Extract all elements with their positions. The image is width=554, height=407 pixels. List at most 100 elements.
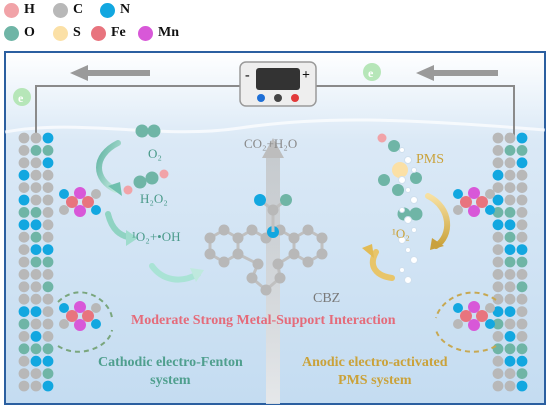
oxygen-atom — [147, 124, 161, 138]
legend-swatch — [138, 25, 153, 41]
mn-atom — [468, 301, 480, 313]
bubble — [399, 267, 405, 273]
electrode-atom — [516, 207, 528, 218]
electrode-atom — [504, 355, 516, 367]
msi-connector-right — [435, 291, 497, 319]
electron-badge-left: e — [13, 88, 31, 106]
electrode-atom — [492, 380, 504, 392]
electrode-atom — [42, 132, 54, 144]
c-atom — [91, 189, 101, 199]
anode-wire — [312, 85, 515, 140]
electrode-atom — [18, 331, 30, 342]
c-atom — [453, 319, 463, 329]
electrode-atom — [504, 169, 516, 181]
n-atom — [59, 189, 69, 199]
electrode-atom — [516, 269, 528, 280]
electrode-atom — [516, 281, 528, 293]
electrode-atom — [42, 306, 54, 317]
cbz-carbon — [260, 284, 272, 296]
electrode-atom — [492, 132, 504, 144]
electrode-atom — [18, 132, 30, 144]
electrode-atom — [516, 182, 528, 194]
legend-item-s: S — [53, 25, 81, 41]
electrode-atom — [30, 380, 42, 392]
electrode-atom — [18, 318, 30, 330]
n-atom — [453, 303, 463, 313]
bubble — [405, 187, 411, 193]
electrode-atom — [492, 269, 504, 280]
electrode-atom — [504, 256, 516, 268]
bubble — [410, 256, 418, 264]
oxygen-atom — [388, 140, 400, 152]
electrode-atom — [42, 219, 54, 231]
electrode-atom — [42, 380, 54, 392]
fe-atom — [460, 196, 472, 208]
bubble — [404, 276, 412, 284]
electrode-atom — [504, 281, 516, 293]
n-atom — [91, 205, 101, 215]
legend-item-fe: Fe — [91, 25, 126, 41]
co2-h2o-label: CO₂+H₂O — [244, 136, 298, 151]
electrode-atom — [30, 132, 42, 144]
electrode-atom — [504, 207, 516, 218]
electrode-atom — [516, 145, 528, 156]
electrode-atom — [492, 145, 504, 156]
electrode-atom — [30, 231, 42, 243]
bubble — [411, 227, 417, 233]
n-atom — [485, 205, 495, 215]
cbz-carbon — [302, 224, 314, 236]
electrode-atom — [504, 244, 516, 256]
electrode-atom — [492, 343, 504, 355]
cbz-carbon — [246, 224, 258, 236]
electrode-atom — [30, 343, 42, 355]
electrode-atom — [30, 355, 42, 367]
o2-label: O₂ — [148, 146, 162, 161]
c-atom — [485, 303, 495, 313]
mn-atom — [468, 187, 480, 199]
electrode-atom — [516, 380, 528, 392]
cbz-carbon — [316, 248, 328, 260]
cbz-carbon — [252, 258, 264, 270]
positive-terminal-label: + — [302, 68, 310, 83]
fe-atom — [476, 310, 488, 322]
legend-swatch — [4, 25, 19, 41]
bubble — [399, 147, 405, 153]
electrode-atom — [42, 182, 54, 194]
electrode-atom — [504, 194, 516, 206]
oxygen-atom — [392, 184, 404, 196]
legend-label: Mn — [158, 25, 179, 40]
electrode-atom — [18, 293, 30, 305]
electrode-atom — [30, 256, 42, 268]
electrode-atom — [30, 182, 42, 194]
electrode-atom — [516, 293, 528, 305]
legend-label: C — [73, 2, 84, 17]
electrode-atom — [492, 256, 504, 268]
negative-terminal-label: - — [245, 68, 250, 83]
cbz-carbon — [274, 272, 286, 284]
interaction-label: Moderate Strong Metal-Support Interactio… — [131, 313, 396, 328]
electron-flow-arrow-right — [416, 65, 498, 81]
electrode-atom — [42, 331, 54, 342]
electrode-atom — [516, 306, 528, 317]
legend-item-h: H — [4, 2, 35, 18]
electrode-atom — [18, 231, 30, 243]
c-atom — [453, 205, 463, 215]
electrode-atom — [42, 231, 54, 243]
electrode-atom — [492, 157, 504, 169]
electrode-atom — [492, 219, 504, 231]
electrode-atom — [18, 207, 30, 218]
cathodic-system-label: Cathodic electro-Fenton system — [98, 355, 243, 388]
electrode-atom — [42, 355, 54, 367]
legend-label: S — [73, 25, 81, 40]
singlet-to-cbz-arrow — [369, 249, 395, 281]
bubble — [398, 236, 406, 244]
electrode-atom — [504, 269, 516, 280]
legend-label: N — [120, 2, 131, 17]
oxygen-atom — [133, 175, 147, 189]
electrode-atom — [30, 244, 42, 256]
bubble — [411, 167, 417, 173]
n-atom — [91, 319, 101, 329]
electrode-atom — [516, 244, 528, 256]
electrode-atom — [516, 256, 528, 268]
electrode-atom — [504, 157, 516, 169]
